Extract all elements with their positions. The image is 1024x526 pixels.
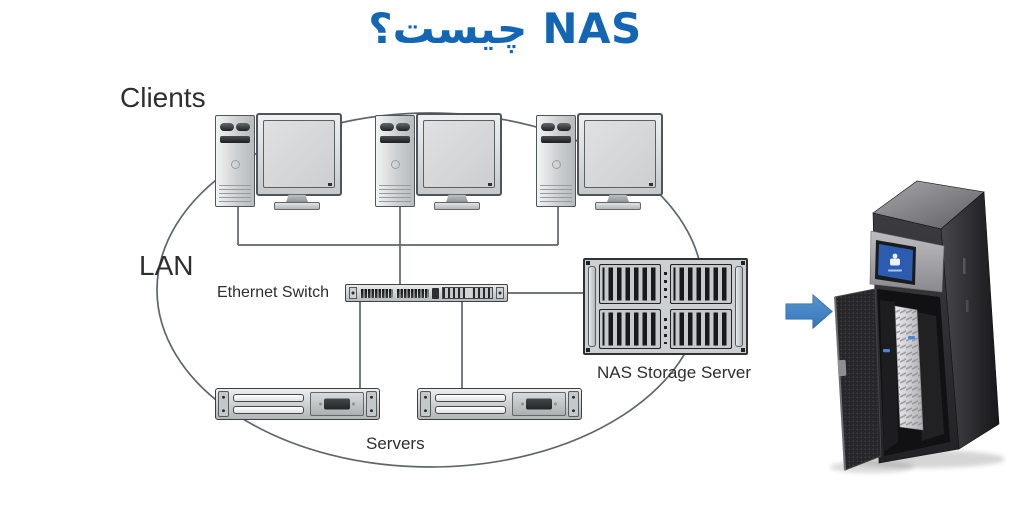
- switch-module: [432, 287, 439, 299]
- tower-panel: [380, 136, 410, 143]
- nas-door: [834, 288, 882, 471]
- client-workstation-1: [215, 113, 342, 210]
- client-tower: [215, 115, 255, 207]
- rack-server-1: [215, 388, 380, 420]
- screw-icon: [586, 348, 590, 352]
- nas-led: [908, 336, 915, 340]
- monitor-led: [488, 183, 492, 186]
- rack-rail: [588, 266, 596, 347]
- server-io-panel: [512, 392, 566, 416]
- monitor-screen: [263, 120, 335, 188]
- screw-icon: [586, 261, 590, 265]
- tower-panel: [220, 136, 250, 143]
- page-title: NAS چیست؟: [368, 4, 642, 53]
- servers-label: Servers: [366, 434, 425, 453]
- clients-label: Clients: [120, 82, 206, 113]
- bay-indicator-dots: [664, 318, 667, 344]
- rack-server-2: [417, 388, 582, 420]
- tower-vents: [379, 185, 411, 202]
- nas-screen-logo: [892, 253, 898, 259]
- lan-label: LAN: [139, 250, 194, 281]
- server-ear: [568, 391, 579, 417]
- monitor-led: [649, 183, 653, 186]
- client-monitor: [577, 113, 663, 196]
- ethernet-switch-label: Ethernet Switch: [217, 284, 330, 301]
- bay-indicator-dots: [664, 272, 667, 298]
- tower-panel: [541, 136, 571, 143]
- arrow-highlight: [786, 295, 832, 328]
- server-ear: [366, 391, 377, 417]
- client-monitor: [256, 113, 342, 196]
- switch-vent-slats: [442, 287, 493, 299]
- switch-port-group: [396, 288, 429, 298]
- server-ear: [218, 391, 229, 417]
- tower-vents: [219, 185, 251, 202]
- disk-bay-quadrant: [670, 264, 732, 304]
- server-drive-slots: [229, 391, 308, 418]
- client-workstation-2: [375, 113, 502, 210]
- tower-emblem: [552, 160, 561, 169]
- server-ear: [420, 391, 431, 417]
- server-drive-slots: [431, 391, 510, 418]
- client-workstation-3: [536, 113, 663, 210]
- switch-bracket: [496, 287, 504, 299]
- tower-drive-bays: [380, 123, 410, 131]
- nas-storage-server-label: NAS Storage Server: [597, 363, 752, 382]
- monitor-led: [328, 183, 332, 186]
- tower-drive-bays: [220, 123, 250, 131]
- monitor-stand: [256, 194, 338, 210]
- tower-vents: [540, 185, 572, 202]
- tower-emblem: [231, 160, 240, 169]
- client-monitor: [416, 113, 502, 196]
- server-io-panel: [310, 392, 364, 416]
- monitor-screen: [423, 120, 495, 188]
- client-tower: [375, 115, 415, 207]
- disk-bay-quadrant: [599, 264, 661, 304]
- rack-rail: [735, 266, 743, 347]
- nas-device-photo: [830, 180, 1005, 473]
- screw-icon: [741, 261, 745, 265]
- monitor-stand: [577, 194, 659, 210]
- ethernet-switch-device: [345, 284, 508, 302]
- nas-led: [883, 349, 890, 353]
- disk-bays: [599, 264, 732, 349]
- client-tower: [536, 115, 576, 207]
- monitor-stand: [416, 194, 498, 210]
- monitor-screen: [584, 120, 656, 188]
- nas-storage-array: [583, 258, 748, 355]
- tower-drive-bays: [541, 123, 571, 131]
- network-links: [237, 204, 583, 388]
- server-port: [319, 398, 355, 410]
- switch-bracket: [349, 287, 357, 299]
- disk-bay-quadrant: [599, 309, 661, 349]
- disk-bay-quadrant: [670, 309, 732, 349]
- switch-port-group: [360, 288, 393, 298]
- server-port: [521, 398, 557, 410]
- tower-emblem: [391, 160, 400, 169]
- screw-icon: [741, 348, 745, 352]
- nas-door-latch: [837, 359, 847, 377]
